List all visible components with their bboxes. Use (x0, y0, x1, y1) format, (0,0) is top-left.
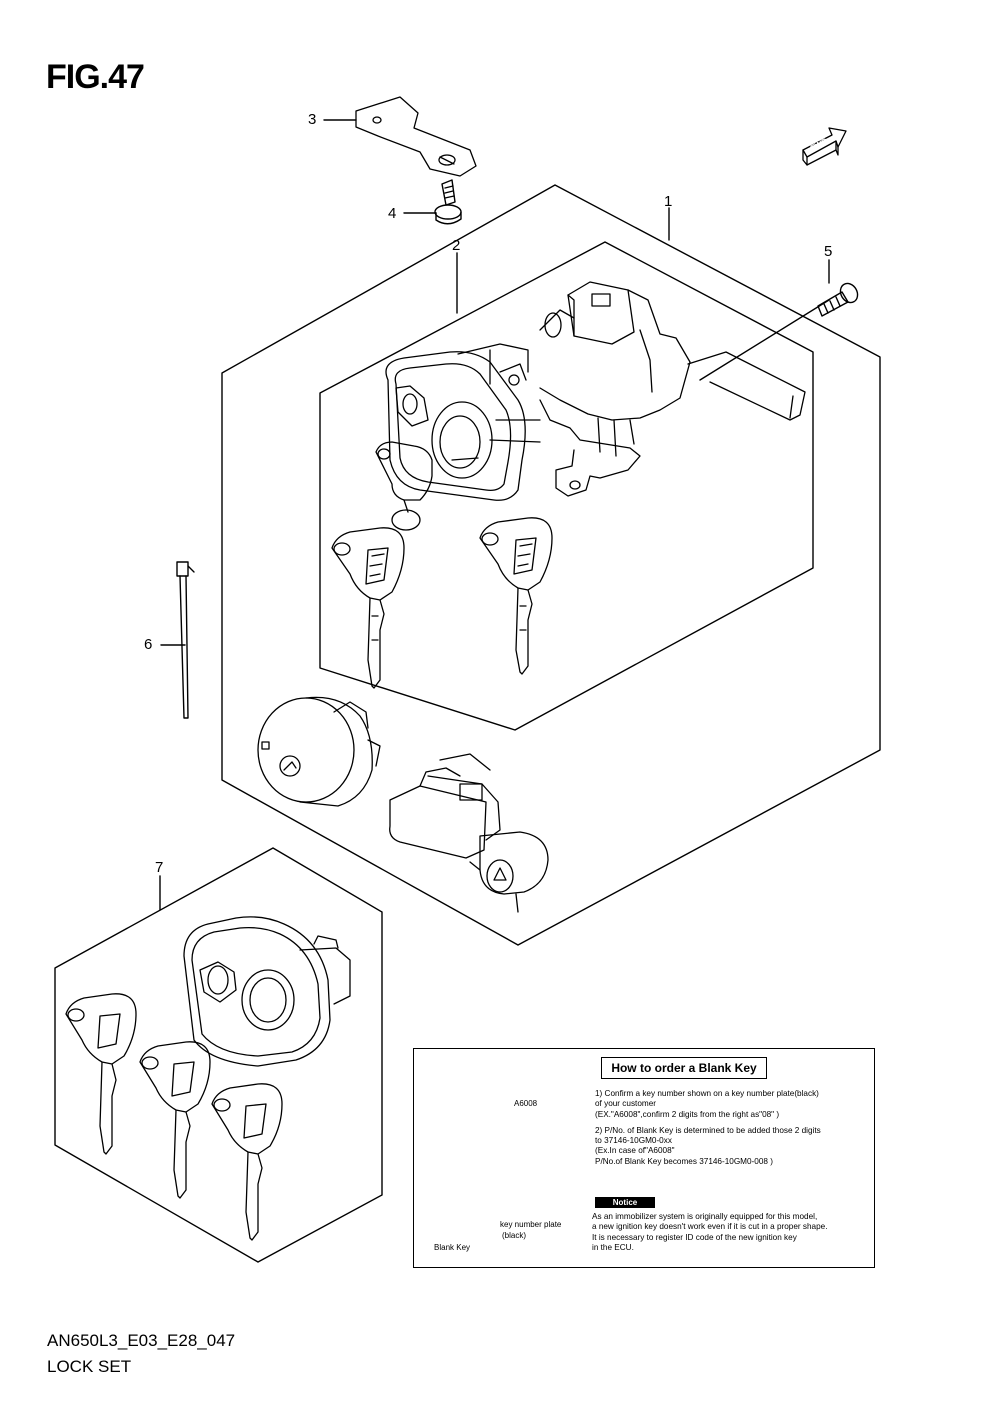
group-7-outline (54, 847, 383, 1263)
footer-name: LOCK SET (47, 1357, 132, 1376)
notice-step-line: 2) P/No. of Blank Key is determined to b… (595, 1125, 821, 1135)
callout-1: 1 (664, 193, 673, 210)
notice-title: How to order a Blank Key (601, 1057, 767, 1079)
callout-7: 7 (155, 859, 164, 876)
notice-step-line: to 37146-10GM0-0xx (595, 1136, 672, 1146)
notice-warning-line: It is necessary to register ID code of t… (592, 1232, 797, 1242)
notice-step-line: 1) Confirm a key number shown on a key n… (595, 1089, 819, 1098)
group7-key-3 (211, 1083, 283, 1241)
notice-step-line: P/No.of Blank Key becomes 37146-10GM0-00… (595, 1156, 773, 1166)
label-key-plate: key number plate (500, 1220, 562, 1229)
callout-5: 5 (824, 243, 833, 260)
figure-title: FIG.47 (46, 58, 145, 96)
group-2-outline (319, 241, 814, 731)
label-blank-key: Blank Key (434, 1243, 471, 1252)
blank-key-notice (413, 1048, 875, 1268)
callout-3: 3 (308, 111, 317, 128)
group-1-outline (221, 184, 881, 946)
label-key-plate-color: (black) (502, 1231, 527, 1240)
notice-step-line: (EX."A6008",confirm 2 digits from the ri… (595, 1109, 780, 1119)
notice-badge: Notice (595, 1197, 655, 1208)
notice-steps: 1) Confirm a key number shown on a key n… (595, 1089, 870, 1167)
notice-step-line: of your customer (595, 1099, 656, 1109)
notice-warning: As an immobilizer system is originally e… (592, 1212, 872, 1253)
callout-4: 4 (388, 205, 397, 222)
group7-key-1 (65, 993, 137, 1155)
footer-code: AN650L3_E03_E28_047 (47, 1331, 236, 1350)
group7-key-2 (139, 1041, 211, 1199)
key-left (331, 527, 405, 689)
bracket-part (355, 96, 477, 177)
screw-part-5 (817, 282, 859, 317)
callout-2: 2 (452, 237, 461, 254)
seat-lock (389, 753, 549, 913)
notice-warning-line: As an immobilizer system is originally e… (592, 1212, 818, 1221)
key-right (479, 517, 553, 675)
key-plate-code: A6008 (514, 1099, 538, 1108)
fuel-cap-lock (257, 696, 381, 807)
notice-step-line: (Ex.In case of"A6008" (595, 1146, 675, 1156)
callout-6: 6 (144, 636, 153, 653)
ignition-switch-assembly (375, 281, 806, 531)
fwd-arrow (802, 127, 847, 166)
notice-warning-line: a new ignition key doesn't work even if … (592, 1222, 828, 1232)
notice-warning-line: in the ECU. (592, 1242, 634, 1252)
cable-tie-part-6 (176, 561, 195, 719)
bolt-part-4 (434, 179, 462, 225)
group7-ignition-plate (183, 916, 351, 1067)
